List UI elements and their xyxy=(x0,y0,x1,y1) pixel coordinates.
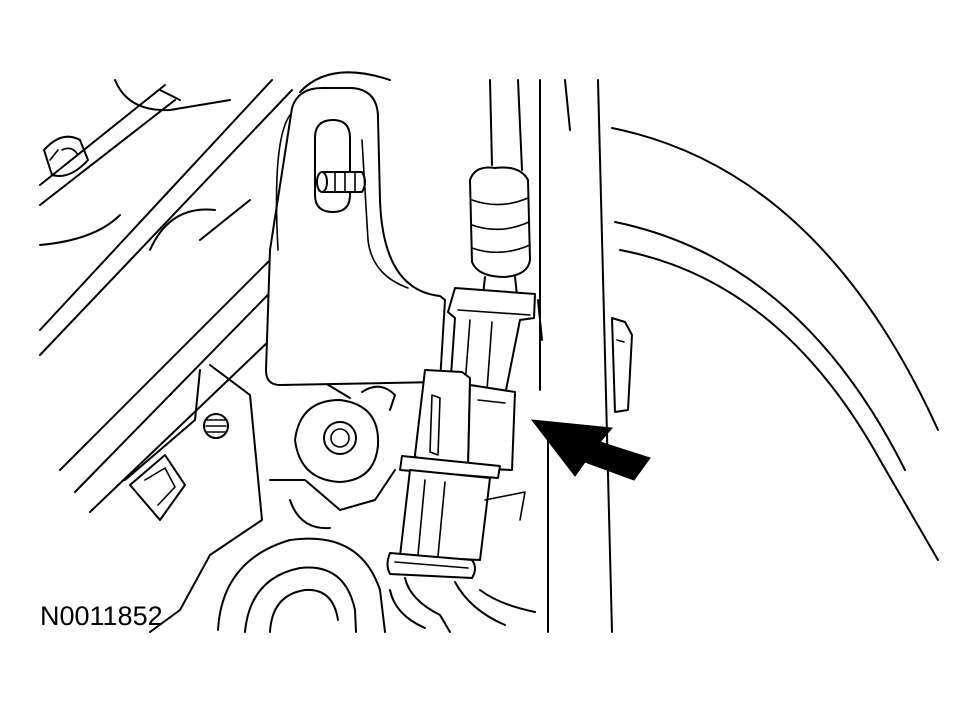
tube-clip xyxy=(611,317,633,413)
figure-id-label: N0011852 xyxy=(40,601,163,631)
bracket-bolt xyxy=(316,171,366,193)
mounting-bracket xyxy=(265,87,446,386)
vertical-tubes xyxy=(537,79,613,633)
wiring-harness xyxy=(469,79,531,296)
lower-wires xyxy=(389,577,536,633)
arrow-icon xyxy=(530,419,651,481)
threaded-hole xyxy=(203,413,229,439)
bolt-boss xyxy=(294,399,380,483)
wheel-well-panel xyxy=(611,127,939,561)
coolant-port xyxy=(217,537,386,633)
engine-block xyxy=(39,71,396,633)
sensor-connector[interactable] xyxy=(386,287,536,579)
